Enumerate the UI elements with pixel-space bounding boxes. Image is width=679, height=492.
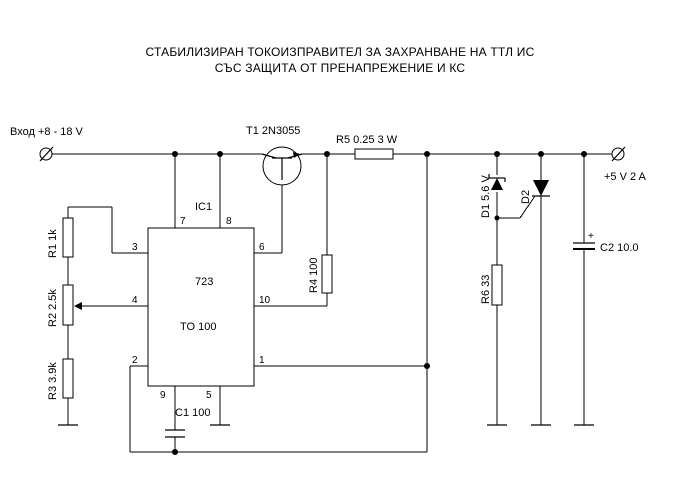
zener-diode-d1 <box>488 174 506 190</box>
ic-pin-5: 5 <box>206 390 212 401</box>
c2-polarity-mark: + <box>588 231 594 242</box>
input-terminal <box>39 146 54 162</box>
junction-dot <box>424 363 430 369</box>
ic-pin-8: 8 <box>226 216 232 227</box>
junction-dot <box>581 151 587 157</box>
r3-label: R3 3.9k <box>47 362 59 400</box>
resistor-r1 <box>62 217 74 258</box>
ic1-type-label: 723 <box>195 276 213 288</box>
capacitor-c2 <box>573 242 595 250</box>
c2-label: C2 10.0 <box>600 242 639 254</box>
t1-label: T1 2N3055 <box>246 125 300 137</box>
junction-dot <box>172 151 178 157</box>
ic-pin-7: 7 <box>180 216 186 227</box>
transistor-t1 <box>261 146 303 186</box>
ic-pin-1: 1 <box>259 355 265 366</box>
junction-dot <box>494 151 500 157</box>
ic-pin-3: 3 <box>132 242 138 253</box>
output-label: +5 V 2 A <box>604 171 647 183</box>
ic1-723 <box>147 227 255 387</box>
ic1-ref-label: IC1 <box>195 201 212 213</box>
junction-dots <box>172 151 587 455</box>
r4-label: R4 100 <box>308 258 320 293</box>
title-line-2: СЪС ЗАЩИТА ОТ ПРЕНАПРЕЖЕНИЕ И КС <box>215 61 466 75</box>
potentiometer-r2 <box>62 284 82 326</box>
junction-dot <box>217 151 223 157</box>
ic-pin-4: 4 <box>132 295 138 306</box>
output-terminal <box>611 146 626 162</box>
d2-label: D2 <box>520 190 532 204</box>
c1-label: C1 100 <box>175 407 210 419</box>
r2-label: R2 2.5k <box>47 289 59 327</box>
ic-pin-2: 2 <box>132 355 138 366</box>
title-line-1: СТАБИЛИЗИРАН ТОКОИЗПРАВИТЕЛ ЗА ЗАХРАНВАН… <box>146 45 535 59</box>
resistor-r6 <box>491 264 503 306</box>
thyristor-d2 <box>532 180 550 197</box>
resistor-r5 <box>354 148 394 160</box>
r1-label: R1 1k <box>47 229 59 258</box>
capacitor-c1 <box>165 429 185 438</box>
junction-dot <box>172 449 178 455</box>
r6-label: R6 33 <box>480 275 492 304</box>
resistor-r4 <box>321 254 333 294</box>
ic-pin-9: 9 <box>160 390 166 401</box>
junction-dot <box>494 215 500 221</box>
wires <box>50 153 612 453</box>
d1-label: D1 5.6 V <box>480 175 492 218</box>
input-label: Вход +8 - 18 V <box>10 126 84 138</box>
r5-label: R5 0.25 3 W <box>336 134 398 146</box>
junction-dot <box>324 151 330 157</box>
ic1-package-label: TO 100 <box>180 321 217 333</box>
resistor-r3 <box>62 358 74 399</box>
junction-dot <box>538 151 544 157</box>
ic-pin-10: 10 <box>259 295 271 306</box>
ic-pin-6: 6 <box>259 242 265 253</box>
junction-dot <box>424 151 430 157</box>
